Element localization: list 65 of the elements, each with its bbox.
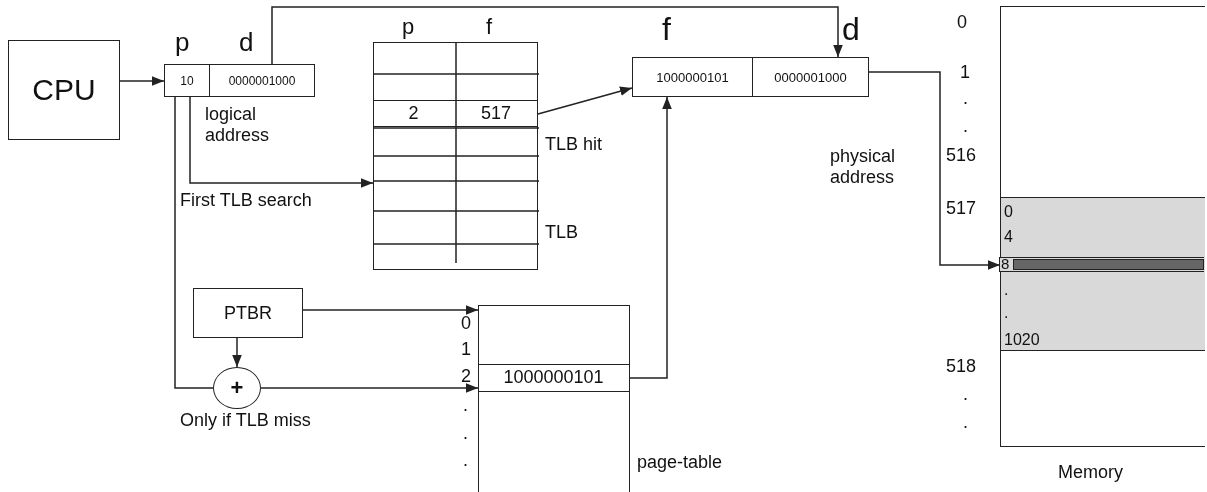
- memory-box: [1000, 6, 1205, 447]
- arrow: [189, 96, 374, 188]
- text-label: 0: [957, 12, 967, 33]
- process-box: [193, 288, 303, 338]
- text-label: .: [963, 88, 968, 109]
- node-label: TLB: [545, 222, 578, 243]
- text-label: .: [1004, 304, 1009, 323]
- arrow: [302, 305, 479, 315]
- process-box: [8, 40, 120, 140]
- box-label: PTBR: [224, 302, 272, 324]
- text-label: p: [402, 14, 415, 40]
- arrow: [868, 71, 1001, 270]
- text-label: .: [463, 395, 468, 416]
- field-heading: d: [842, 11, 860, 48]
- text-label: 518: [946, 356, 977, 377]
- text-label: 2: [461, 366, 471, 387]
- address-field-cell: [632, 57, 753, 97]
- text-label: logical address: [205, 104, 271, 146]
- field-heading: d: [239, 28, 254, 58]
- text-label: 517: [946, 198, 977, 219]
- text-label: .: [463, 423, 468, 444]
- text-label: 1020: [1004, 331, 1040, 350]
- address-field-cell: [164, 64, 210, 97]
- page-table-box: [478, 305, 630, 492]
- table-row: [477, 363, 630, 392]
- text-label: .: [963, 116, 968, 137]
- bit-value: 1000000101: [656, 69, 729, 85]
- offset-label: 8: [1001, 255, 1010, 272]
- arrow: [537, 86, 633, 115]
- bit-value: 0000001000: [228, 73, 296, 88]
- adder-circle: [213, 367, 261, 409]
- arrow: [119, 76, 165, 86]
- table-cell-text: 517: [479, 101, 512, 125]
- text-label: 0: [1004, 203, 1013, 222]
- field-heading: p: [175, 28, 190, 58]
- text-label: .: [963, 384, 968, 405]
- arrow: [629, 96, 672, 379]
- bit-value: 10: [180, 73, 194, 88]
- memory-frame: [999, 196, 1205, 351]
- bit-value: 0000001000: [774, 69, 847, 85]
- text-label: 1: [461, 339, 471, 360]
- box-label: CPU: [32, 73, 96, 107]
- arrow: [260, 383, 479, 393]
- text-label: .: [463, 450, 468, 471]
- connector-line: [174, 96, 214, 389]
- text-label: f: [486, 14, 493, 40]
- node-label: Only if TLB miss: [180, 410, 311, 431]
- table-row: [372, 99, 538, 127]
- arrow: [271, 6, 843, 65]
- address-field-cell: [752, 57, 869, 97]
- text-label: .: [963, 412, 968, 433]
- text-label: 1: [960, 62, 970, 83]
- node-label: Memory: [1058, 462, 1123, 483]
- table-cell-text: 2: [407, 101, 420, 125]
- arrow: [232, 337, 242, 368]
- plus-sign: +: [230, 375, 244, 401]
- text-label: 516: [946, 145, 977, 166]
- memory-word: [999, 257, 1204, 272]
- text-label: .: [1004, 281, 1009, 300]
- field-heading: f: [662, 11, 671, 48]
- text-label: 0: [461, 313, 471, 334]
- node-label: page-table: [637, 452, 723, 473]
- box-label: 1000000101: [503, 367, 604, 388]
- text-label: 4: [1004, 228, 1013, 247]
- address-field-cell: [209, 64, 315, 97]
